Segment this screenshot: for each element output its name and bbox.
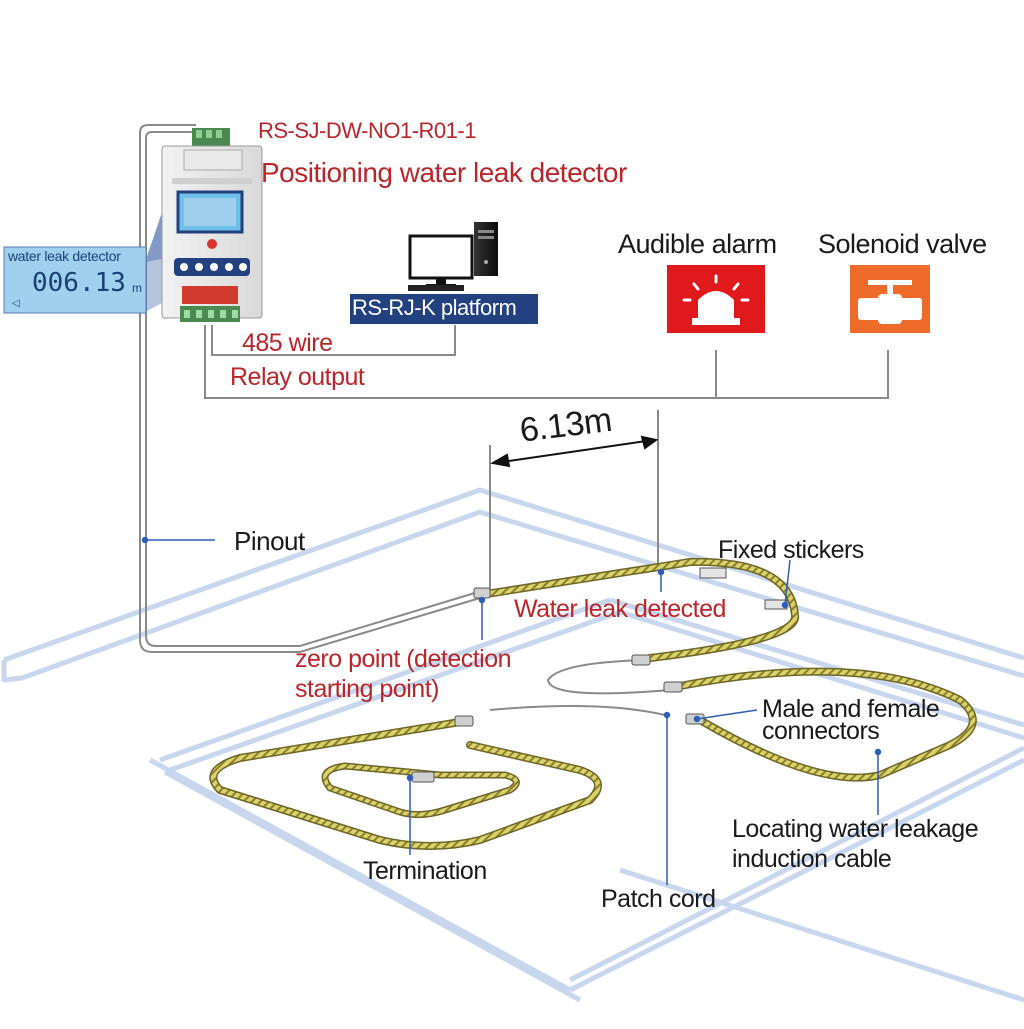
device-name: Positioning water leak detector xyxy=(261,157,627,188)
patch-cord-label: Patch cord xyxy=(601,885,716,913)
solenoid-valve-icon xyxy=(850,265,930,333)
termination-label: Termination xyxy=(363,857,487,885)
cable-label-line1: Locating water leakage xyxy=(732,815,979,843)
zero-point-label-line1: zero point (detection xyxy=(295,645,512,673)
induction-cable xyxy=(209,557,977,850)
zoom-title: water leak detector xyxy=(8,248,121,264)
platform-label-bg xyxy=(350,294,538,324)
connectors-label-line2: connectors xyxy=(762,717,880,745)
fixed-sticker xyxy=(699,567,727,579)
zoom-unit: m xyxy=(132,281,142,295)
relay-output-label: Relay output xyxy=(230,363,365,391)
solenoid-valve-label: Solenoid valve xyxy=(818,229,987,259)
water-leak-detector-device: ◁ xyxy=(3,128,263,322)
upper-patch-connector xyxy=(631,654,651,666)
rs485-wire-label: 485 wire xyxy=(242,329,333,357)
platform-label: RS-RJ-K platform xyxy=(352,295,517,320)
desktop-computer-icon xyxy=(408,222,498,291)
connectors-label-line1: Male and female xyxy=(762,695,940,723)
audible-alarm-label: Audible alarm xyxy=(618,229,777,259)
leader-lines xyxy=(141,536,882,885)
right-patch-connector xyxy=(663,681,683,693)
cable-label-line2: induction cable xyxy=(732,845,892,873)
leak-detected-label: Water leak detected xyxy=(514,595,726,623)
alarm-siren-icon xyxy=(667,265,765,333)
left-patch-connector xyxy=(454,715,474,727)
termination-connector xyxy=(411,771,435,783)
distance-dimension xyxy=(490,435,659,468)
floor-grid xyxy=(1,487,1024,1003)
zero-point-connector xyxy=(473,587,491,599)
zoom-reading: 006.13 xyxy=(32,268,126,298)
pinout-label: Pinout xyxy=(234,526,305,556)
svg-text:◁: ◁ xyxy=(12,298,20,309)
device-model: RS-SJ-DW-NO1-R01-1 xyxy=(258,118,476,143)
wiring xyxy=(139,124,889,716)
zero-point-label-line2: starting point) xyxy=(295,675,439,703)
fixed-stickers-label: Fixed stickers xyxy=(718,536,864,564)
